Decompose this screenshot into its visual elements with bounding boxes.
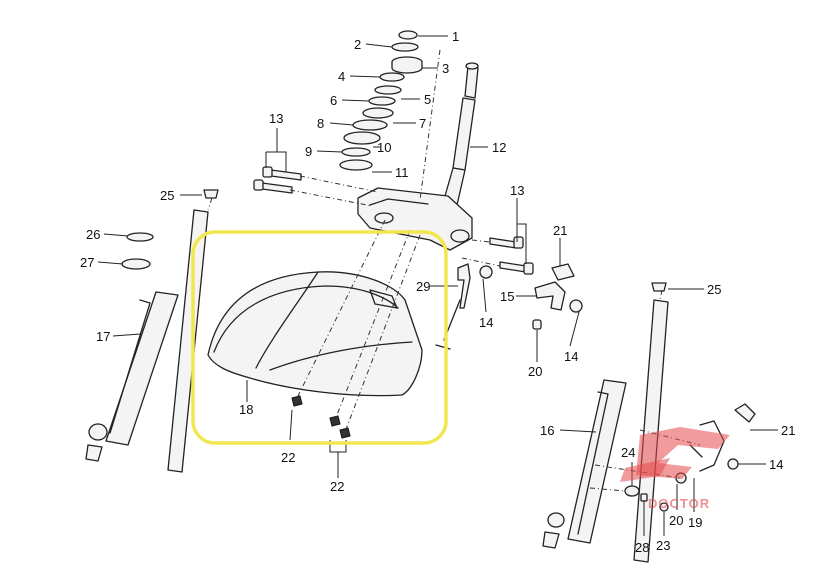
- callout-21-upper: 21: [553, 223, 567, 238]
- callout-20-center: 20: [528, 364, 542, 379]
- callout-26: 26: [86, 227, 100, 242]
- callout-8: 8: [317, 116, 324, 131]
- callout-3: 3: [442, 61, 449, 76]
- bearing-stack: [339, 30, 423, 171]
- watermark-text: DOCTOR: [648, 496, 710, 511]
- bolts-upper-left: [253, 166, 302, 194]
- callout-14-center: 14: [479, 315, 493, 330]
- callout-24: 24: [621, 445, 635, 460]
- callout-9: 9: [305, 144, 312, 159]
- callout-13-right: 13: [510, 183, 524, 198]
- callout-25-left: 25: [160, 188, 174, 203]
- right-side-brackets: [435, 263, 756, 512]
- callout-7: 7: [419, 116, 426, 131]
- callout-12: 12: [492, 140, 506, 155]
- callout-2: 2: [354, 37, 361, 52]
- callout-13-upper: 13: [269, 111, 283, 126]
- callout-27: 27: [80, 255, 94, 270]
- alignment-lines: [207, 49, 701, 492]
- callout-25-right: 25: [707, 282, 721, 297]
- callout-numbers: 1 2 3 4 5 6 7 8 9 10 11 12 13 13 14 14 1…: [80, 29, 795, 555]
- callout-14-lower: 14: [769, 457, 783, 472]
- callout-15: 15: [500, 289, 514, 304]
- callout-17: 17: [96, 329, 110, 344]
- leader-lines: [97, 35, 778, 536]
- callout-22-right: 22: [330, 479, 344, 494]
- callout-21-lower: 21: [781, 423, 795, 438]
- callout-4: 4: [338, 69, 345, 84]
- callout-16: 16: [540, 423, 554, 438]
- callout-28: 28: [635, 540, 649, 555]
- steering-stem: [442, 62, 479, 206]
- callout-1: 1: [452, 29, 459, 44]
- callout-19: 19: [688, 515, 702, 530]
- callout-6: 6: [330, 93, 337, 108]
- callout-10: 10: [377, 140, 391, 155]
- fender-highlight-box: [191, 230, 448, 445]
- callout-22-left: 22: [281, 450, 295, 465]
- watermark-logo: DOCTOR: [620, 427, 730, 511]
- callout-20-lower: 20: [669, 513, 683, 528]
- callout-23: 23: [656, 538, 670, 553]
- right-fork-assembly: [542, 282, 669, 563]
- callout-11: 11: [395, 165, 409, 180]
- callout-29: 29: [416, 279, 430, 294]
- callout-5: 5: [424, 92, 431, 107]
- front-fender: [207, 271, 423, 439]
- callout-18: 18: [239, 402, 253, 417]
- bolts-right: [489, 236, 534, 275]
- callout-14-right: 14: [564, 349, 578, 364]
